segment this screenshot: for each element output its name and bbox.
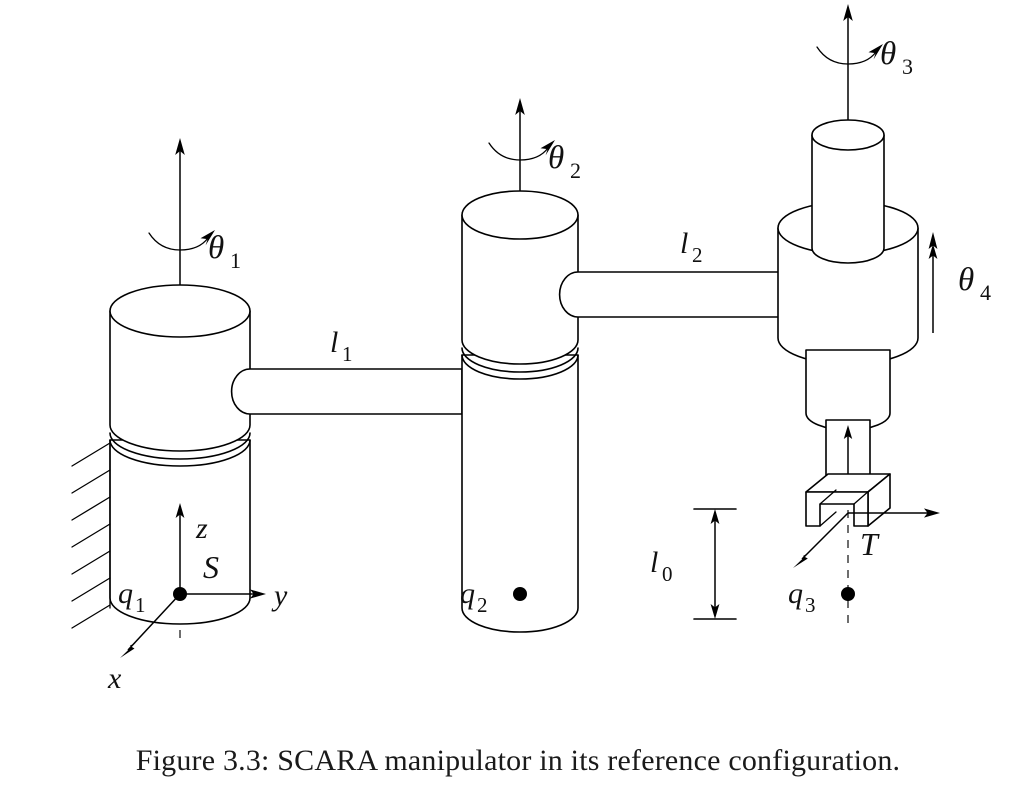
joint-4-prismatic-arrow xyxy=(928,232,938,333)
label-axis-z: z xyxy=(195,512,208,545)
joint-1-assembly xyxy=(71,138,266,658)
joint-3-rotation-arc-icon xyxy=(816,44,883,65)
label-theta3: θ 3 xyxy=(880,36,913,79)
joint-point-q3 xyxy=(841,587,855,601)
svg-text:l: l xyxy=(650,546,658,579)
label-frame-S: S xyxy=(203,549,219,585)
label-theta4: θ 4 xyxy=(958,262,991,305)
l0-dimension-marker xyxy=(693,508,737,620)
label-l0: l 0 xyxy=(650,546,673,586)
ground-hatching-icon xyxy=(71,439,111,629)
joint-2-axis-arrow xyxy=(515,98,525,205)
svg-text:θ: θ xyxy=(958,262,974,298)
label-q2: q 2 xyxy=(460,577,488,617)
joint-2-assembly xyxy=(461,98,579,633)
joint-1-rotation-arc-icon xyxy=(148,230,215,251)
label-theta1: θ 1 xyxy=(208,230,241,273)
svg-text:1: 1 xyxy=(342,342,353,366)
svg-text:4: 4 xyxy=(980,280,991,305)
svg-text:1: 1 xyxy=(230,248,241,273)
tool-frame-T xyxy=(793,508,940,568)
svg-text:0: 0 xyxy=(662,562,673,586)
joint-point-q2 xyxy=(513,587,527,601)
joint-2-rotation-arc-icon xyxy=(488,140,555,161)
joint-2-lower-cylinder xyxy=(461,354,579,633)
svg-text:2: 2 xyxy=(570,158,581,183)
svg-text:θ: θ xyxy=(208,230,224,266)
svg-text:2: 2 xyxy=(477,593,488,617)
label-q1: q 1 xyxy=(118,577,146,617)
joint-1-rotating-cylinder xyxy=(109,284,251,460)
figure-caption: Figure 3.3: SCARA manipulator in its ref… xyxy=(135,744,901,777)
label-axis-y: y xyxy=(271,579,288,612)
svg-text:l: l xyxy=(330,326,338,359)
svg-text:θ: θ xyxy=(880,36,896,72)
joint-1-axis-arrow xyxy=(175,138,185,310)
label-l2: l 2 xyxy=(680,227,703,267)
joint-2-upper-cylinder xyxy=(461,190,579,373)
gripper-end-effector xyxy=(805,473,891,527)
label-theta2: θ 2 xyxy=(548,140,581,183)
svg-text:3: 3 xyxy=(805,593,816,617)
svg-text:1: 1 xyxy=(135,593,146,617)
scara-manipulator-diagram: θ 1 θ 2 θ 3 θ 4 l 1 l 2 l 0 q 1 xyxy=(71,4,991,695)
svg-text:q: q xyxy=(460,577,475,610)
joint-3-axis-arrow xyxy=(843,4,853,130)
joint-3-assembly xyxy=(777,4,940,630)
svg-text:2: 2 xyxy=(692,243,703,267)
svg-text:q: q xyxy=(788,577,803,610)
origin-point-q1 xyxy=(173,587,187,601)
wrist-mid-cylinder xyxy=(805,349,891,431)
label-frame-T: T xyxy=(860,526,880,562)
label-l1: l 1 xyxy=(330,326,353,366)
svg-text:3: 3 xyxy=(902,54,913,79)
svg-text:θ: θ xyxy=(548,140,564,176)
svg-text:l: l xyxy=(680,227,688,260)
label-q3: q 3 xyxy=(788,577,816,617)
label-axis-x: x xyxy=(107,662,122,695)
joint-3-top-cylinder xyxy=(811,119,885,264)
base-frame-S xyxy=(120,503,266,658)
link-1-bar xyxy=(230,368,463,415)
svg-text:q: q xyxy=(118,577,133,610)
link-2-bar xyxy=(558,271,791,318)
